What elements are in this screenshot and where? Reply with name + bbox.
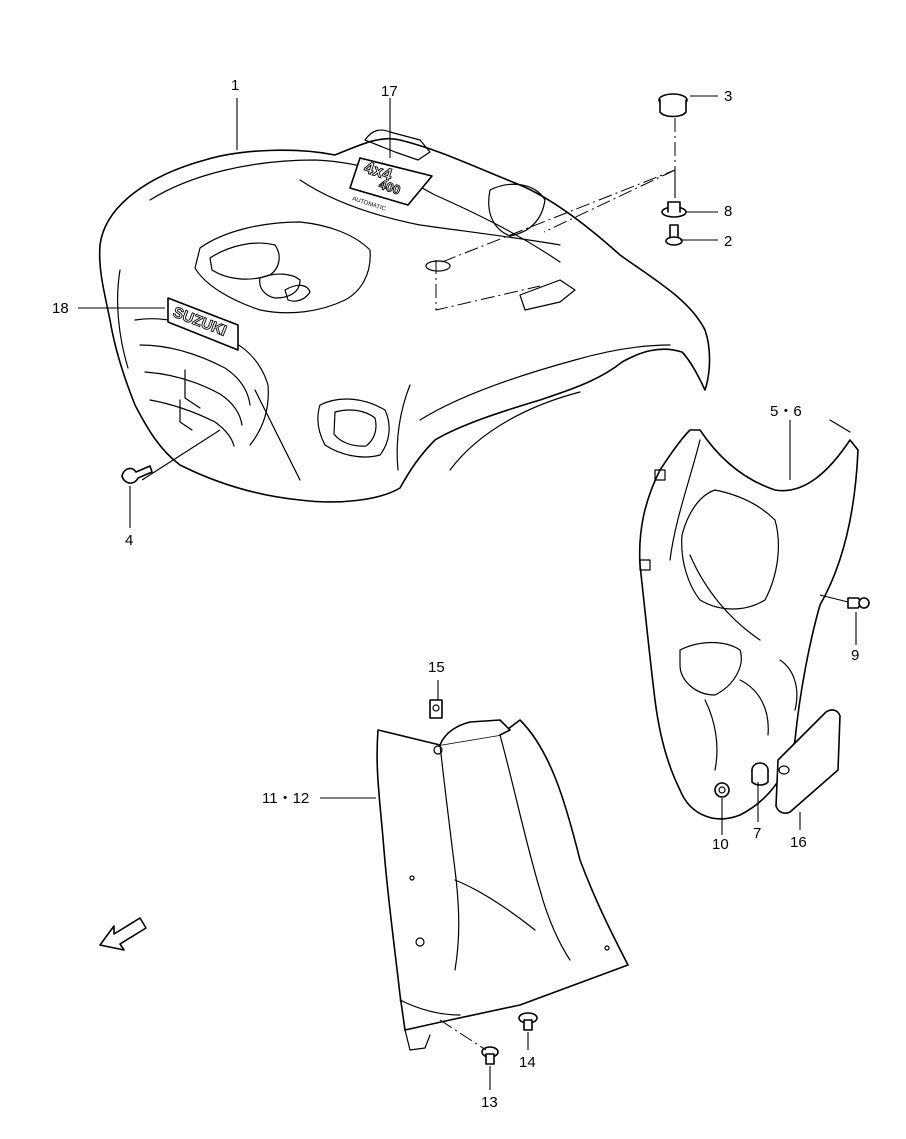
callout-9: 9 bbox=[851, 647, 859, 664]
cover-16 bbox=[775, 709, 841, 814]
callout-18: 18 bbox=[52, 300, 69, 317]
callout-11-12: 11・12 bbox=[262, 790, 309, 807]
callouts: 1 17 3 8 2 18 4 5・6 9 15 11・12 10 7 16 1… bbox=[52, 77, 859, 1111]
rivet-14 bbox=[518, 1012, 538, 1031]
callout-10: 10 bbox=[712, 836, 729, 853]
grommet-3 bbox=[658, 93, 688, 118]
callout-15: 15 bbox=[428, 659, 445, 676]
nut-15 bbox=[429, 699, 443, 719]
callout-17: 17 bbox=[381, 83, 398, 100]
callout-5-6: 5・6 bbox=[770, 403, 802, 420]
leader-lines bbox=[78, 95, 857, 1090]
screw-9 bbox=[847, 597, 870, 609]
front-fender bbox=[98, 129, 711, 503]
callout-1: 1 bbox=[231, 77, 239, 94]
screw-4 bbox=[121, 465, 153, 484]
callout-8: 8 bbox=[724, 203, 732, 220]
callout-13: 13 bbox=[481, 1094, 498, 1111]
model-emblem-400: 400 bbox=[377, 177, 402, 198]
mud-guard-11-12 bbox=[376, 719, 629, 1051]
bolt-2 bbox=[665, 224, 683, 246]
washer-10 bbox=[714, 782, 730, 798]
grommet-7 bbox=[751, 762, 769, 786]
callout-7: 7 bbox=[753, 825, 761, 842]
callout-14: 14 bbox=[519, 1054, 536, 1071]
collar-8 bbox=[661, 201, 687, 218]
callout-2: 2 bbox=[724, 233, 732, 250]
inner-panel-5-6 bbox=[638, 419, 859, 820]
callout-16: 16 bbox=[790, 834, 807, 851]
callout-4: 4 bbox=[125, 532, 133, 549]
forward-arrow-icon: FWD bbox=[99, 917, 147, 951]
callout-3: 3 bbox=[724, 88, 732, 105]
